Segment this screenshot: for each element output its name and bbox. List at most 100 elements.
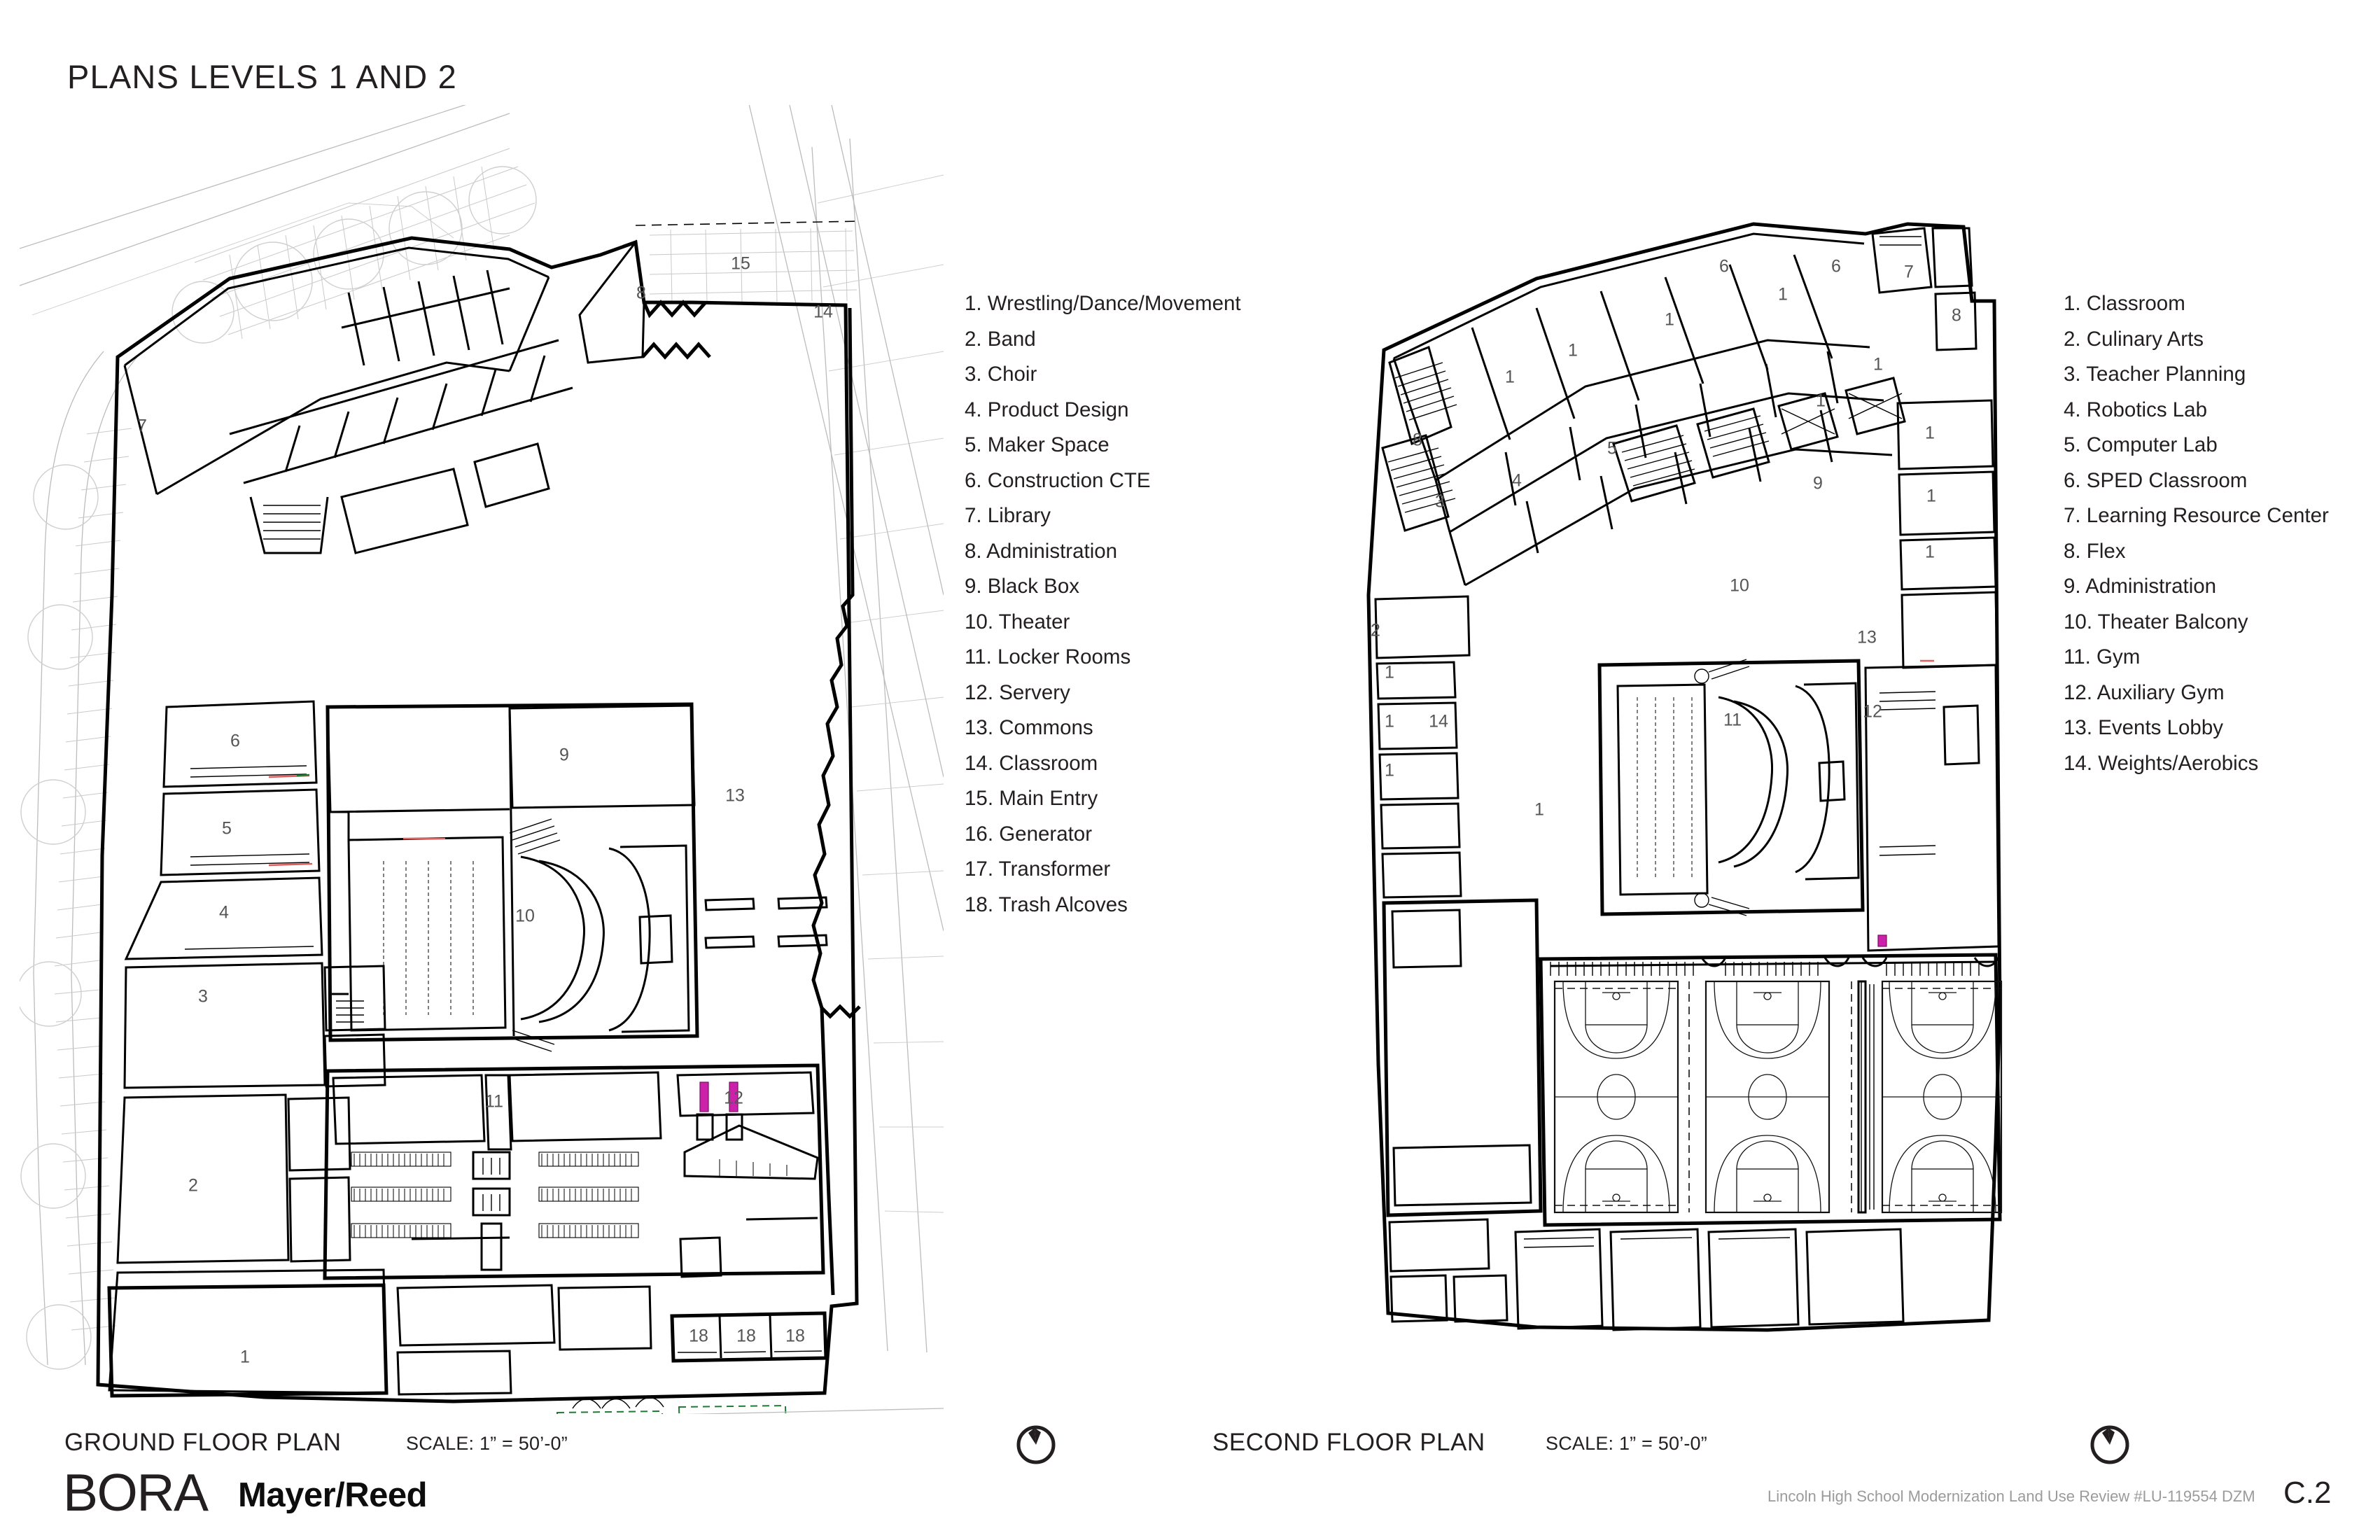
building-outline-ground xyxy=(96,236,859,1404)
legend-item: 17. Transformer xyxy=(965,852,1241,888)
legend-item-number: 13. xyxy=(965,716,994,739)
legend-item: 5. Maker Space xyxy=(965,428,1241,463)
legend-item-number: 10. xyxy=(2064,610,2093,634)
legend-item-label: Commons xyxy=(993,716,1093,739)
page-title: PLANS LEVELS 1 AND 2 xyxy=(67,58,457,95)
legend-item-label: Classroom xyxy=(993,751,1098,775)
legend-item-label: Events Lobby xyxy=(2092,716,2223,739)
second-floor-plan-scale: SCALE: 1” = 50’-0” xyxy=(1546,1433,1707,1454)
room-number-tag: 3 xyxy=(198,987,208,1007)
room-number-tag: 13 xyxy=(1857,628,1877,648)
basketball-court-3 xyxy=(1881,980,2003,1214)
legend-item: 1. Classroom xyxy=(2064,286,2329,322)
legend-item-label: Teacher Planning xyxy=(2080,363,2246,386)
legend-item-number: 4. xyxy=(965,398,982,421)
legend-item-label: Administration xyxy=(981,539,1118,563)
legend-item-number: 14. xyxy=(2064,751,2093,775)
legend-item-number: 17. xyxy=(965,858,994,881)
room-number-tag: 4 xyxy=(219,903,229,923)
legend-item: 13. Events Lobby xyxy=(2064,710,2329,746)
legend-item-label: Culinary Arts xyxy=(2080,327,2204,351)
room-number-tag: 8 xyxy=(1952,306,1961,326)
legend-item-label: Construction CTE xyxy=(981,468,1151,492)
legend-item-number: 9. xyxy=(2064,575,2081,598)
legend-item-number: 11. xyxy=(965,645,992,668)
legend-item-number: 18. xyxy=(965,892,994,916)
room-number-tag: 11 xyxy=(485,1092,503,1112)
ground-floor-plan-caption: GROUND FLOOR PLAN xyxy=(64,1429,342,1456)
legend-item: 2. Band xyxy=(965,322,1241,358)
theater-and-blackbox xyxy=(326,702,828,1052)
room-number-tag: 8 xyxy=(636,284,646,303)
legend-item-label: Weights/Aerobics xyxy=(2092,751,2259,775)
room-number-tag: 1 xyxy=(1873,355,1883,374)
north-arrow-icon xyxy=(1014,1421,1061,1469)
entry-plaza-paving xyxy=(635,220,860,303)
legend-item-number: 5. xyxy=(2064,433,2081,456)
building-outline-second xyxy=(1366,222,2002,1332)
room-number-tag: 14 xyxy=(1429,712,1448,732)
legend-item-label: Theater Balcony xyxy=(2092,610,2248,634)
sheet-number: C.2 xyxy=(2283,1476,2332,1510)
legend-item: 16. Generator xyxy=(965,817,1241,853)
legend-item-label: Product Design xyxy=(981,398,1129,421)
legend-item: 12. Servery xyxy=(965,676,1241,711)
theater-balcony xyxy=(1597,659,1865,916)
legend-item-label: SPED Classroom xyxy=(2080,468,2248,492)
legend-item-number: 12. xyxy=(965,680,994,704)
legend-item-number: 9. xyxy=(965,575,982,598)
room-number-tag: 18 xyxy=(785,1326,805,1346)
legend-item-number: 14. xyxy=(965,751,994,775)
legend-item-label: Servery xyxy=(993,680,1070,704)
legend-item-label: Locker Rooms xyxy=(991,645,1131,668)
legend-item-number: 12. xyxy=(2064,680,2093,704)
room-number-tag: 1 xyxy=(1505,368,1515,387)
bora-logo: BORA xyxy=(63,1463,209,1522)
legend-item: 3. Choir xyxy=(965,357,1241,393)
site-context-east xyxy=(748,105,944,1353)
room-number-tag: 9 xyxy=(559,746,569,765)
room-number-tag: 1 xyxy=(1665,310,1674,330)
room-number-tag: 7 xyxy=(137,416,147,436)
room-number-tag: 1 xyxy=(1385,761,1394,780)
room-number-tag: 13 xyxy=(725,786,745,806)
room-number-tag: 18 xyxy=(736,1326,756,1346)
south-rooms-second xyxy=(1388,1218,1905,1331)
legend-item-number: 1. xyxy=(965,292,982,315)
legend-item: 10. Theater xyxy=(965,605,1241,640)
legend-item-number: 8. xyxy=(965,539,982,563)
north-classroom-wing xyxy=(1381,232,1906,587)
legend-item-label: Administration xyxy=(2080,575,2217,598)
locker-rooms-and-servery xyxy=(323,1063,825,1280)
room-number-tag: 1 xyxy=(1385,663,1394,682)
room-number-tag: 10 xyxy=(515,906,535,926)
legend-item: 13. Commons xyxy=(965,710,1241,746)
ground-floor-plan-drawing: 78151465432191310111216161717181818 xyxy=(20,105,944,1414)
library-and-admin-wing xyxy=(123,239,711,554)
east-classroom-column xyxy=(1871,227,1998,669)
legend-item: 12. Auxiliary Gym xyxy=(2064,676,2329,711)
gymnasium-courts xyxy=(1539,934,2003,1227)
mayer-reed-logo: Mayer/Reed xyxy=(238,1476,428,1514)
room-number-tag: 2 xyxy=(1371,621,1380,640)
room-number-tag: 1 xyxy=(1385,712,1394,732)
legend-item-number: 11. xyxy=(2064,645,2091,668)
legend-item-label: Computer Lab xyxy=(2080,433,2218,456)
legend-item: 11. Locker Rooms xyxy=(965,640,1241,676)
legend-item-number: 10. xyxy=(965,610,994,634)
legend-item-label: Transformer xyxy=(993,858,1111,881)
room-number-tag: 7 xyxy=(1904,262,1914,282)
project-footer-note: Lincoln High School Modernization Land U… xyxy=(1768,1488,2255,1505)
room-number-tag: 4 xyxy=(1512,471,1522,491)
legend-item: 1. Wrestling/Dance/Movement xyxy=(965,286,1241,322)
legend-item-number: 7. xyxy=(965,504,982,527)
room-number-tag: 5 xyxy=(1607,439,1617,458)
room-number-tag: 2 xyxy=(188,1176,198,1196)
room-number-tag: 1 xyxy=(1778,285,1788,304)
legend-item-number: 13. xyxy=(2064,716,2093,739)
legend-item-label: Maker Space xyxy=(981,433,1110,456)
legend-item-number: 15. xyxy=(965,787,994,810)
room-number-tag: 12 xyxy=(724,1088,743,1108)
